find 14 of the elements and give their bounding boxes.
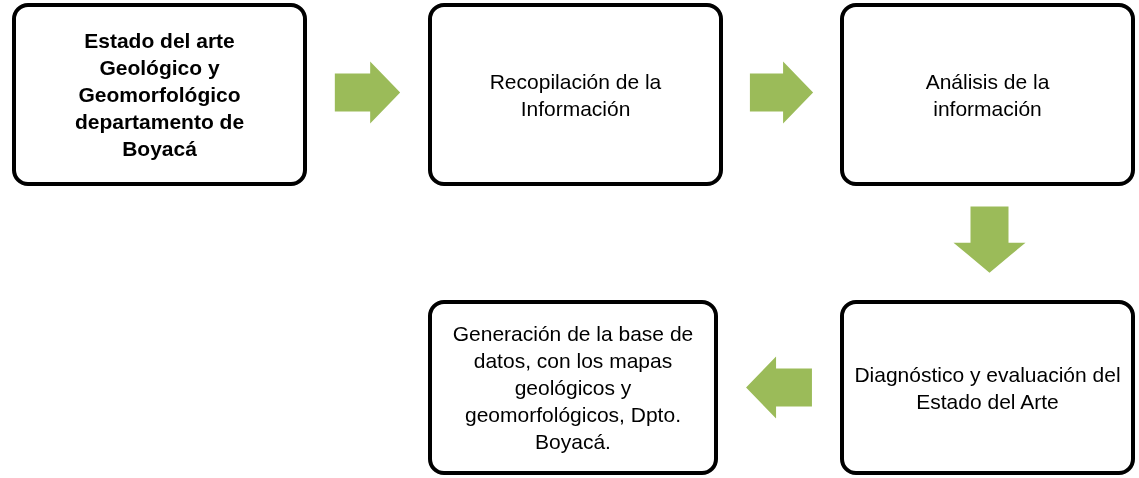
box-text: Análisis de la información bbox=[924, 68, 1051, 122]
process-box bbox=[840, 300, 1135, 475]
box-text: Diagnóstico y evaluación del Estado del Arte bbox=[854, 361, 1121, 415]
box-text: Estado del arte Geológico y Geomorfológico departamento de Boyacá bbox=[73, 28, 246, 162]
box-text: Generación de la base de datos, con los mapas geológicos y geomorfológicos, Dpto. Boyacá. bbox=[451, 321, 695, 455]
block-arrow bbox=[953, 206, 1026, 273]
box-text: Recopilación de la Información bbox=[488, 68, 663, 122]
block-arrow bbox=[746, 356, 812, 419]
process-box bbox=[428, 3, 723, 186]
process-box bbox=[840, 3, 1135, 186]
process-box bbox=[12, 3, 307, 186]
block-arrow bbox=[334, 61, 401, 124]
block-arrow bbox=[749, 61, 814, 124]
process-box bbox=[428, 300, 718, 475]
